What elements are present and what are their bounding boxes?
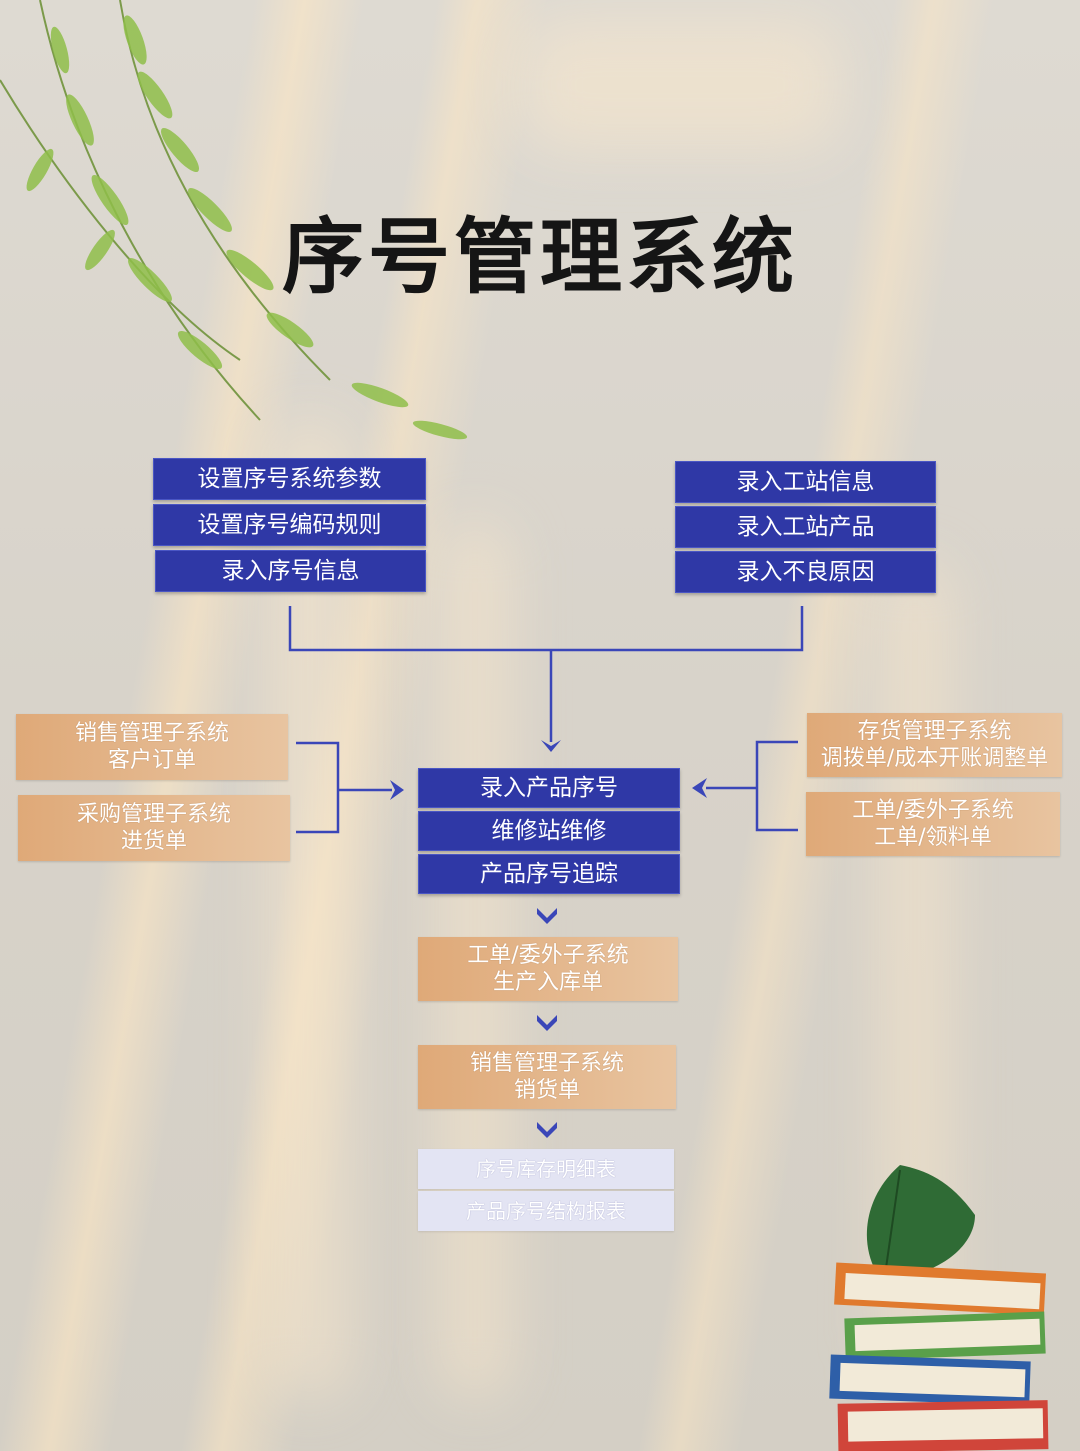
station-box-defect: 录入不良原因 <box>675 551 936 593</box>
box-label: 录入工站信息 <box>736 468 875 495</box>
box-sublabel: 工单/领料单 <box>874 825 992 850</box>
box-label: 设置序号系统参数 <box>197 465 382 492</box>
report-box-structure: 产品序号结构报表 <box>418 1191 674 1231</box>
setting-box-serial: 录入序号信息 <box>155 550 426 592</box>
box-label: 产品序号结构报表 <box>466 1198 626 1223</box>
box-label: 工单/委外子系统 <box>467 942 629 968</box>
center-box-input-serial: 录入产品序号 <box>418 768 680 808</box>
box-label: 设置序号编码规则 <box>197 511 382 538</box>
box-sublabel: 客户订单 <box>107 748 196 773</box>
box-label: 采购管理子系统 <box>76 801 231 827</box>
willow-leaves-icon <box>0 0 468 440</box>
connector-top <box>288 606 804 652</box>
box-label: 录入不良原因 <box>736 558 875 585</box>
purchase-box: 采购管理子系统 进货单 <box>18 795 290 861</box>
arrow-right-icon <box>390 780 404 800</box>
chevron-down-icon <box>537 908 557 924</box>
inventory-box: 存货管理子系统 调拨单/成本开账调整单 <box>807 713 1062 777</box>
box-label: 销售管理子系统 <box>469 1050 624 1076</box>
connector-left <box>296 741 392 834</box>
box-label: 销售管理子系统 <box>74 720 229 746</box>
sales-order-box: 销售管理子系统 客户订单 <box>16 714 288 780</box>
box-sublabel: 销货单 <box>513 1078 580 1103</box>
box-sublabel: 生产入库单 <box>492 970 603 995</box>
green-leaf-icon <box>866 1165 975 1279</box>
chevron-down-icon <box>537 1015 557 1031</box>
box-label: 录入工站产品 <box>736 513 875 540</box>
station-box-product: 录入工站产品 <box>675 506 936 548</box>
box-sublabel: 调拨单/成本开账调整单 <box>820 746 1049 771</box>
box-label: 维修站维修 <box>491 817 607 844</box>
setting-box-rules: 设置序号编码规则 <box>153 504 426 546</box>
box-label: 录入产品序号 <box>480 774 618 801</box>
box-label: 产品序号追踪 <box>480 860 618 887</box>
light-streak <box>520 20 840 150</box>
workorder-box: 工单/委外子系统 工单/领料单 <box>806 792 1060 856</box>
chevron-down-icon <box>537 1122 557 1138</box>
box-label: 工单/委外子系统 <box>852 797 1014 823</box>
station-box-info: 录入工站信息 <box>675 461 936 503</box>
box-label: 录入序号信息 <box>221 557 360 584</box>
setting-box-params: 设置序号系统参数 <box>153 458 426 500</box>
arrow-left-icon <box>692 778 707 798</box>
report-box-inventory: 序号库存明细表 <box>418 1149 674 1189</box>
connector-right <box>706 740 798 832</box>
box-label: 存货管理子系统 <box>857 718 1012 744</box>
page-title: 序号管理系统 <box>281 210 798 305</box>
production-receipt-box: 工单/委外子系统 生产入库单 <box>418 937 678 1001</box>
arrow-down-icon <box>541 740 561 752</box>
box-label: 序号库存明细表 <box>476 1156 616 1181</box>
center-box-repair: 维修站维修 <box>418 811 680 851</box>
center-box-tracking: 产品序号追踪 <box>418 854 680 894</box>
box-sublabel: 进货单 <box>120 829 187 854</box>
sales-delivery-box: 销售管理子系统 销货单 <box>418 1045 676 1109</box>
